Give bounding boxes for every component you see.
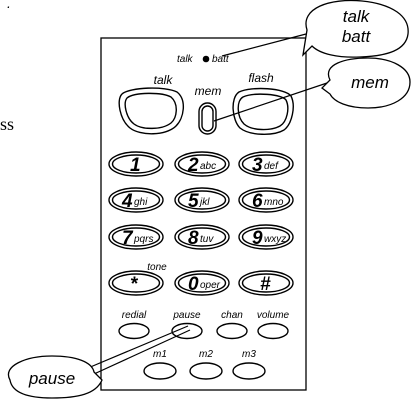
key-letters: ghi <box>134 197 148 208</box>
key-letters: def <box>264 161 279 172</box>
key-inner-outline <box>111 227 161 247</box>
key-digit: 1 <box>130 155 141 176</box>
key-letters: wxyz <box>264 234 286 245</box>
key-inner-outline <box>241 227 291 247</box>
m2-label: m2 <box>199 349 213 360</box>
key-digit: 2 <box>187 155 199 176</box>
key-pound[interactable]: # <box>238 270 294 296</box>
mem-leader <box>213 81 331 122</box>
key-inner-outline <box>177 227 227 247</box>
key-digit: 5 <box>188 191 199 212</box>
volume-label: volume <box>257 310 290 321</box>
redial-key-shape <box>118 322 150 340</box>
indicator-batt-label: batt <box>212 54 230 65</box>
function-keys: redial pause chan volume <box>118 310 290 340</box>
pause-leader-2 <box>93 329 191 375</box>
talk-button-inner <box>124 92 177 130</box>
key-inner-outline <box>241 190 291 210</box>
key-1[interactable]: 1 <box>108 151 164 177</box>
key-inner-outline <box>241 273 291 293</box>
key-digit: * <box>130 274 139 295</box>
flash-key-label: flash <box>248 71 274 85</box>
indicator-led <box>202 55 210 63</box>
flash-button-inner <box>237 93 289 131</box>
volume-button[interactable]: volume <box>257 310 290 340</box>
chan-label: chan <box>221 310 243 321</box>
talk-batt-callout <box>302 0 409 58</box>
callout-mem-label: mem <box>351 73 389 92</box>
pause-leader-1 <box>87 325 189 369</box>
m1-label: m1 <box>153 349 167 360</box>
key-inner-outline <box>241 154 291 174</box>
redial-label: redial <box>122 310 147 321</box>
key-inner-outline <box>177 190 227 210</box>
key-inner-outline <box>111 190 161 210</box>
key-inner-outline <box>177 154 227 174</box>
redial-button[interactable]: redial <box>118 310 150 340</box>
m3-label: m3 <box>242 349 256 360</box>
key-digit: 6 <box>252 191 263 212</box>
m3-button[interactable]: m3 <box>232 349 266 380</box>
key-digit: 8 <box>188 228 199 249</box>
mem-callout <box>321 57 411 109</box>
left-text-fragment: ss <box>0 114 14 134</box>
m1-key-shape <box>143 362 177 380</box>
key-digit: 4 <box>121 191 133 212</box>
pause-label: pause <box>172 310 201 321</box>
callout-batt-label: batt <box>342 27 372 46</box>
key-letters: mno <box>264 197 284 208</box>
key-digit: 0 <box>188 274 199 295</box>
mem-key-label: mem <box>195 84 222 98</box>
top-dot: . <box>7 0 11 11</box>
key-letters: jkl <box>198 197 210 208</box>
m2-button[interactable]: m2 <box>189 349 223 380</box>
key-digit: 7 <box>122 228 134 249</box>
memory-keys: m1 m2 m3 <box>143 349 266 380</box>
key-digit: 9 <box>252 228 263 249</box>
talk-batt-leader <box>221 33 307 57</box>
chan-button[interactable]: chan <box>216 310 248 340</box>
indicator-talk-label: talk <box>177 54 194 65</box>
volume-key-shape <box>257 322 289 340</box>
chan-key-shape <box>216 322 248 340</box>
m2-key-shape <box>189 362 223 380</box>
key-letters: tuv <box>200 234 214 245</box>
key-digit: 3 <box>252 155 263 176</box>
key-letters: pqrs <box>133 234 153 245</box>
key-letters: oper <box>200 280 221 291</box>
callout-talk-label: talk <box>343 7 371 26</box>
m3-key-shape <box>232 362 266 380</box>
key-digit: # <box>260 274 271 295</box>
key-inner-outline <box>111 154 161 174</box>
callout-pause-label: pause <box>28 369 75 388</box>
key-inner-outline <box>177 273 227 293</box>
pause-callout <box>7 355 103 399</box>
key-inner-outline <box>111 273 161 293</box>
mem-button-inner <box>201 105 214 132</box>
talk-key-label: talk <box>154 73 174 87</box>
m1-button[interactable]: m1 <box>143 349 177 380</box>
tone-label: tone <box>147 262 167 273</box>
key-star[interactable]: * <box>108 270 164 296</box>
key-letters: abc <box>200 161 216 172</box>
